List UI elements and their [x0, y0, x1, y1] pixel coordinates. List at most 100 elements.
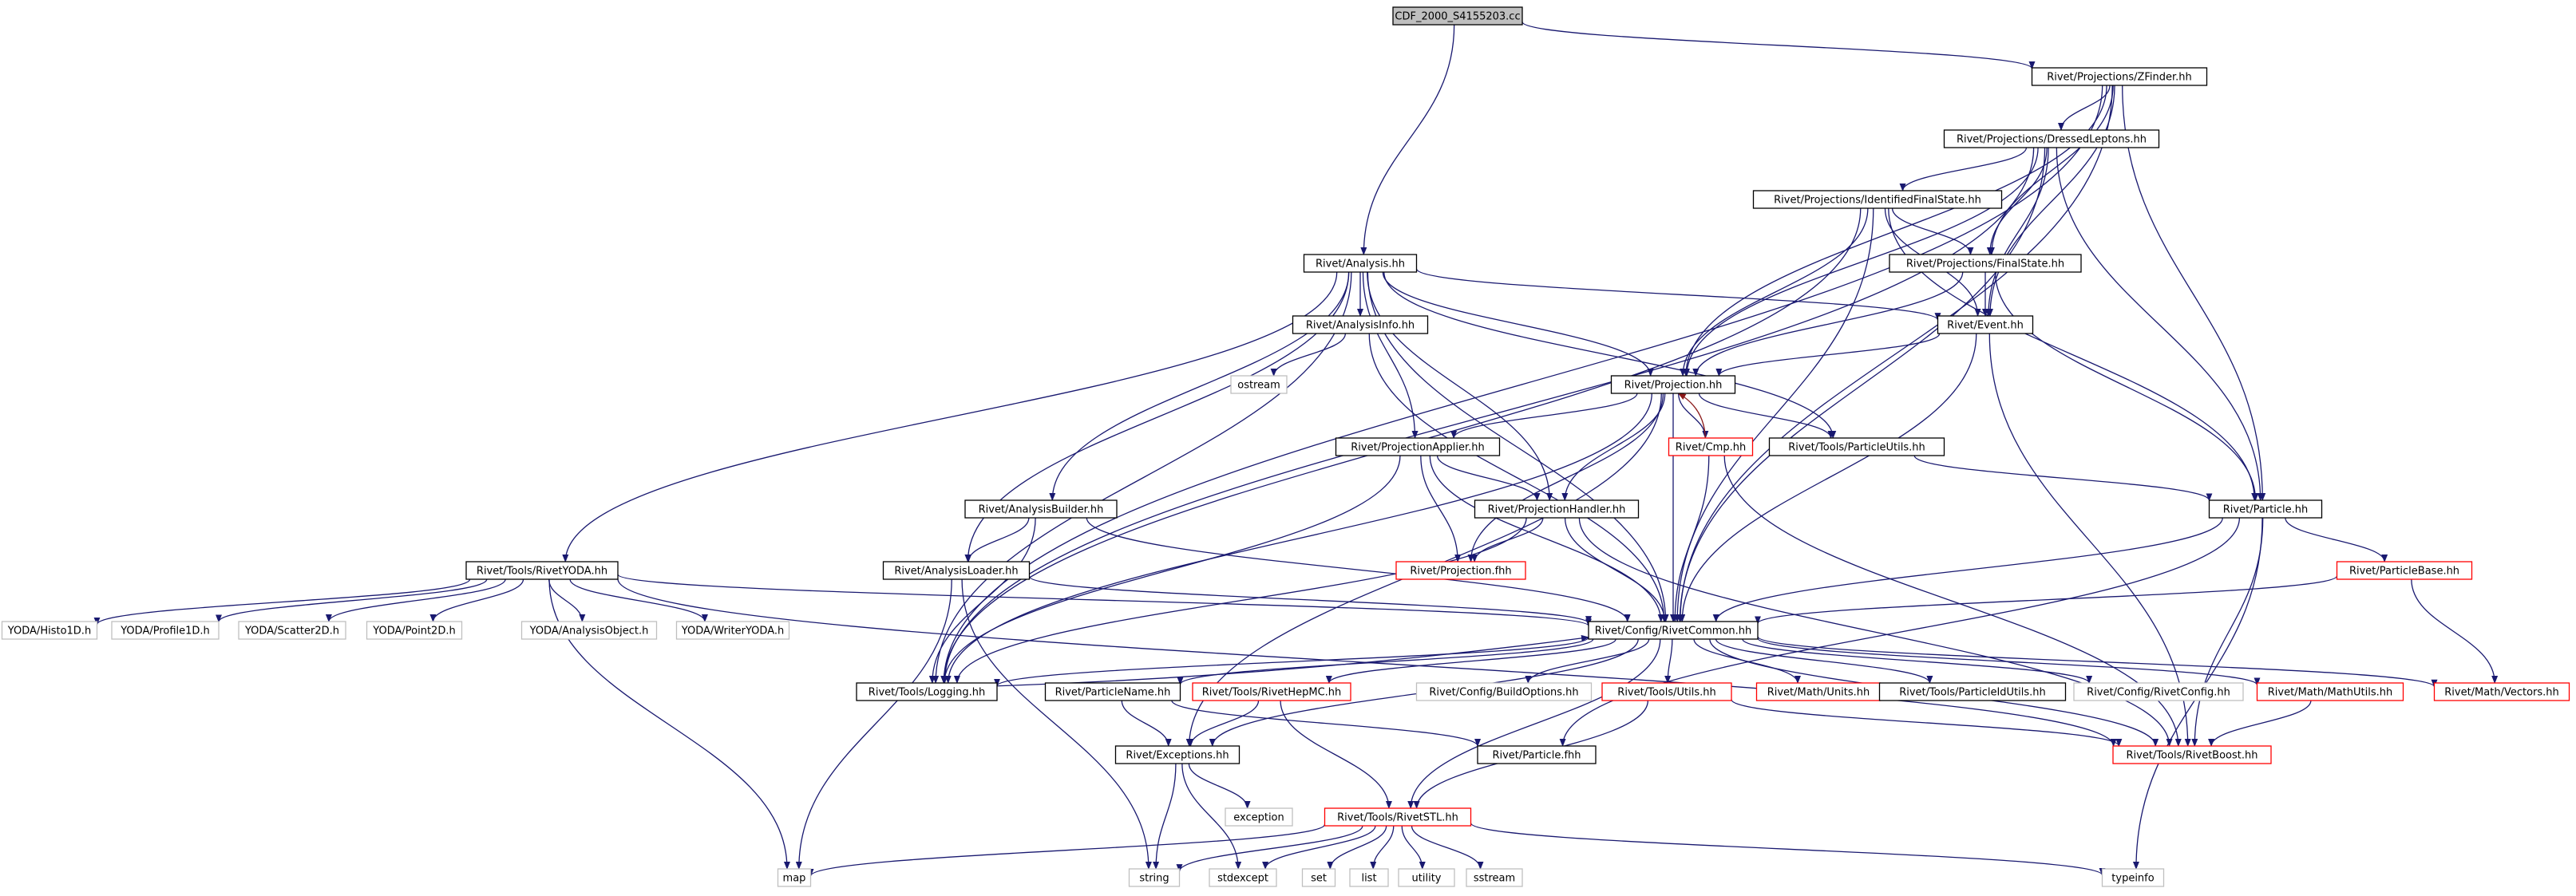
node-box-particlebase	[2336, 561, 2473, 580]
edge-root-to-zfinder	[1521, 21, 2036, 69]
node-label-stdexcept: stdexcept	[1217, 873, 1268, 885]
node-label-buildopts: Rivet/Config/BuildOptions.hh	[1429, 687, 1578, 699]
node-particlefhh[interactable]: Rivet/Particle.fhh	[1477, 745, 1597, 764]
edge-anabuilder-to-logging	[928, 517, 1036, 684]
node-box-root	[1392, 6, 1523, 26]
edge-anainfo-to-ostream	[1270, 333, 1347, 377]
edge-projection-to-cmp	[1677, 393, 1709, 439]
edge-common-to-config	[1742, 638, 2092, 684]
node-projection[interactable]: Rivet/Projection.hh	[1610, 375, 1736, 394]
edge-particleutils-to-particle	[1913, 455, 2213, 502]
node-cmp[interactable]: Rivet/Cmp.hh	[1668, 437, 1754, 456]
node-projhandler[interactable]: Rivet/ProjectionHandler.hh	[1474, 499, 1640, 519]
node-zfinder[interactable]: Rivet/Projections/ZFinder.hh	[2031, 67, 2208, 86]
node-box-dressed	[1943, 129, 2160, 148]
edge-common-to-pidutils	[1715, 638, 1933, 684]
node-label-config: Rivet/Config/RivetConfig.hh	[2087, 687, 2230, 699]
edge-particle-to-common	[1712, 517, 2223, 622]
edge-dressed-to-common	[1676, 147, 2046, 622]
node-box-exception	[1225, 807, 1293, 827]
node-box-logging	[856, 682, 998, 701]
edge-exceptions-to-exception	[1188, 763, 1251, 809]
edge-hepmc-to-exceptions	[1187, 700, 1260, 747]
node-pidutils[interactable]: Rivet/Tools/ParticleIdUtils.hh	[1878, 682, 2067, 701]
node-label-exception: exception	[1233, 812, 1284, 824]
node-analoader[interactable]: Rivet/AnalysisLoader.hh	[882, 561, 1031, 580]
node-mathutils[interactable]: Rivet/Math/MathUtils.hh	[2256, 682, 2404, 701]
edge-analysis-to-particleutils	[1383, 271, 1837, 439]
node-histo1d: YODA/Histo1D.h	[1, 621, 98, 640]
node-rivetyoda[interactable]: Rivet/Tools/RivetYODA.hh	[465, 561, 619, 580]
edge-rivetyoda-to-writeryoda	[569, 578, 708, 622]
node-sstream: sstream	[1466, 868, 1523, 887]
node-label-projfhh: Rivet/Projection.fhh	[1410, 566, 1511, 578]
node-particleutils[interactable]: Rivet/Tools/ParticleUtils.hh	[1768, 437, 1945, 456]
edge-common-to-particlename	[1177, 638, 1594, 685]
node-finalstate[interactable]: Rivet/Projections/FinalState.hh	[1889, 254, 2082, 273]
node-box-event	[1937, 315, 2034, 334]
node-event[interactable]: Rivet/Event.hh	[1937, 315, 2034, 334]
node-stl[interactable]: Rivet/Tools/RivetSTL.hh	[1324, 807, 1472, 827]
node-box-anabuilder	[964, 499, 1118, 519]
node-label-cmp: Rivet/Cmp.hh	[1676, 442, 1746, 454]
node-projapplier[interactable]: Rivet/ProjectionApplier.hh	[1335, 437, 1501, 456]
edge-analysis-to-anabuilder	[1049, 271, 1350, 501]
node-logging[interactable]: Rivet/Tools/Logging.hh	[856, 682, 998, 701]
node-projfhh[interactable]: Rivet/Projection.fhh	[1395, 561, 1526, 580]
node-hepmc[interactable]: Rivet/Tools/RivetHepMC.hh	[1192, 682, 1351, 701]
edge-dressed-to-idfs	[1899, 147, 2028, 191]
node-box-projhandler	[1474, 499, 1640, 519]
edge-zfinder-to-common	[1676, 85, 2113, 622]
node-anabuilder[interactable]: Rivet/AnalysisBuilder.hh	[964, 499, 1118, 519]
node-anainfo[interactable]: Rivet/AnalysisInfo.hh	[1292, 315, 1429, 334]
node-label-sstream: sstream	[1474, 873, 1515, 885]
edge-zfinder-to-logging	[940, 85, 2103, 684]
node-root[interactable]: CDF_2000_S4155203.cc	[1392, 6, 1523, 26]
node-common[interactable]: Rivet/Config/RivetCommon.hh	[1588, 621, 1759, 640]
node-box-scatter2d	[238, 621, 346, 640]
node-label-logging: Rivet/Tools/Logging.hh	[869, 687, 985, 699]
node-label-finalstate: Rivet/Projections/FinalState.hh	[1906, 259, 2064, 270]
edge-idfs-to-particle	[1888, 207, 2258, 501]
node-label-analoader: Rivet/AnalysisLoader.hh	[894, 566, 1018, 578]
edge-utils-to-boost	[1731, 699, 2123, 747]
node-idfs[interactable]: Rivet/Projections/IdentifiedFinalState.h…	[1752, 190, 2003, 209]
edge-particlebase-to-vectors	[2411, 578, 2499, 684]
edge-rivetyoda-to-point2d	[429, 578, 524, 622]
node-particle[interactable]: Rivet/Particle.hh	[2208, 499, 2323, 519]
node-box-projection	[1610, 375, 1736, 394]
edge-stl-to-list	[1370, 825, 1395, 870]
node-units[interactable]: Rivet/Math/Units.hh	[1755, 682, 1882, 701]
edge-particlename-to-exceptions	[1121, 700, 1172, 747]
edge-common-to-stl	[1407, 638, 1661, 809]
edge-event-to-boost	[1988, 333, 2191, 747]
node-vectors[interactable]: Rivet/Math/Vectors.hh	[2433, 682, 2570, 701]
edge-analysis-to-projhandler	[1367, 271, 1553, 501]
edge-projapplier-to-projhandler	[1436, 455, 1541, 501]
node-box-zfinder	[2031, 67, 2208, 86]
node-utils[interactable]: Rivet/Tools/Utils.hh	[1601, 682, 1732, 701]
node-boost[interactable]: Rivet/Tools/RivetBoost.hh	[2112, 745, 2272, 764]
node-label-particle: Rivet/Particle.hh	[2223, 504, 2308, 516]
node-label-utils: Rivet/Tools/Utils.hh	[1617, 687, 1715, 699]
node-label-particlebase: Rivet/ParticleBase.hh	[2349, 566, 2459, 578]
node-particlebase[interactable]: Rivet/ParticleBase.hh	[2336, 561, 2473, 580]
edge-anabuilder-to-analoader	[965, 517, 1030, 562]
node-box-stl	[1324, 807, 1472, 827]
node-box-vectors	[2433, 682, 2570, 701]
node-box-stdexcept	[1209, 868, 1277, 887]
node-box-point2d	[366, 621, 463, 640]
node-analysis[interactable]: Rivet/Analysis.hh	[1303, 254, 1418, 273]
node-exceptions[interactable]: Rivet/Exceptions.hh	[1114, 745, 1241, 764]
node-particlename[interactable]: Rivet/ParticleName.hh	[1044, 682, 1181, 701]
node-writeryoda: YODA/WriterYODA.h	[675, 621, 790, 640]
edge-rivetyoda-to-common	[617, 574, 1592, 627]
node-box-projapplier	[1335, 437, 1501, 456]
edge-stl-to-stdexcept	[1262, 825, 1376, 870]
node-dressed[interactable]: Rivet/Projections/DressedLeptons.hh	[1943, 129, 2160, 148]
edge-stl-to-set	[1327, 825, 1387, 870]
node-label-projapplier: Rivet/ProjectionApplier.hh	[1351, 442, 1484, 454]
edge-stl-to-map	[807, 823, 1326, 877]
node-label-particlefhh: Rivet/Particle.fhh	[1492, 750, 1581, 762]
node-label-common: Rivet/Config/RivetCommon.hh	[1595, 626, 1752, 637]
